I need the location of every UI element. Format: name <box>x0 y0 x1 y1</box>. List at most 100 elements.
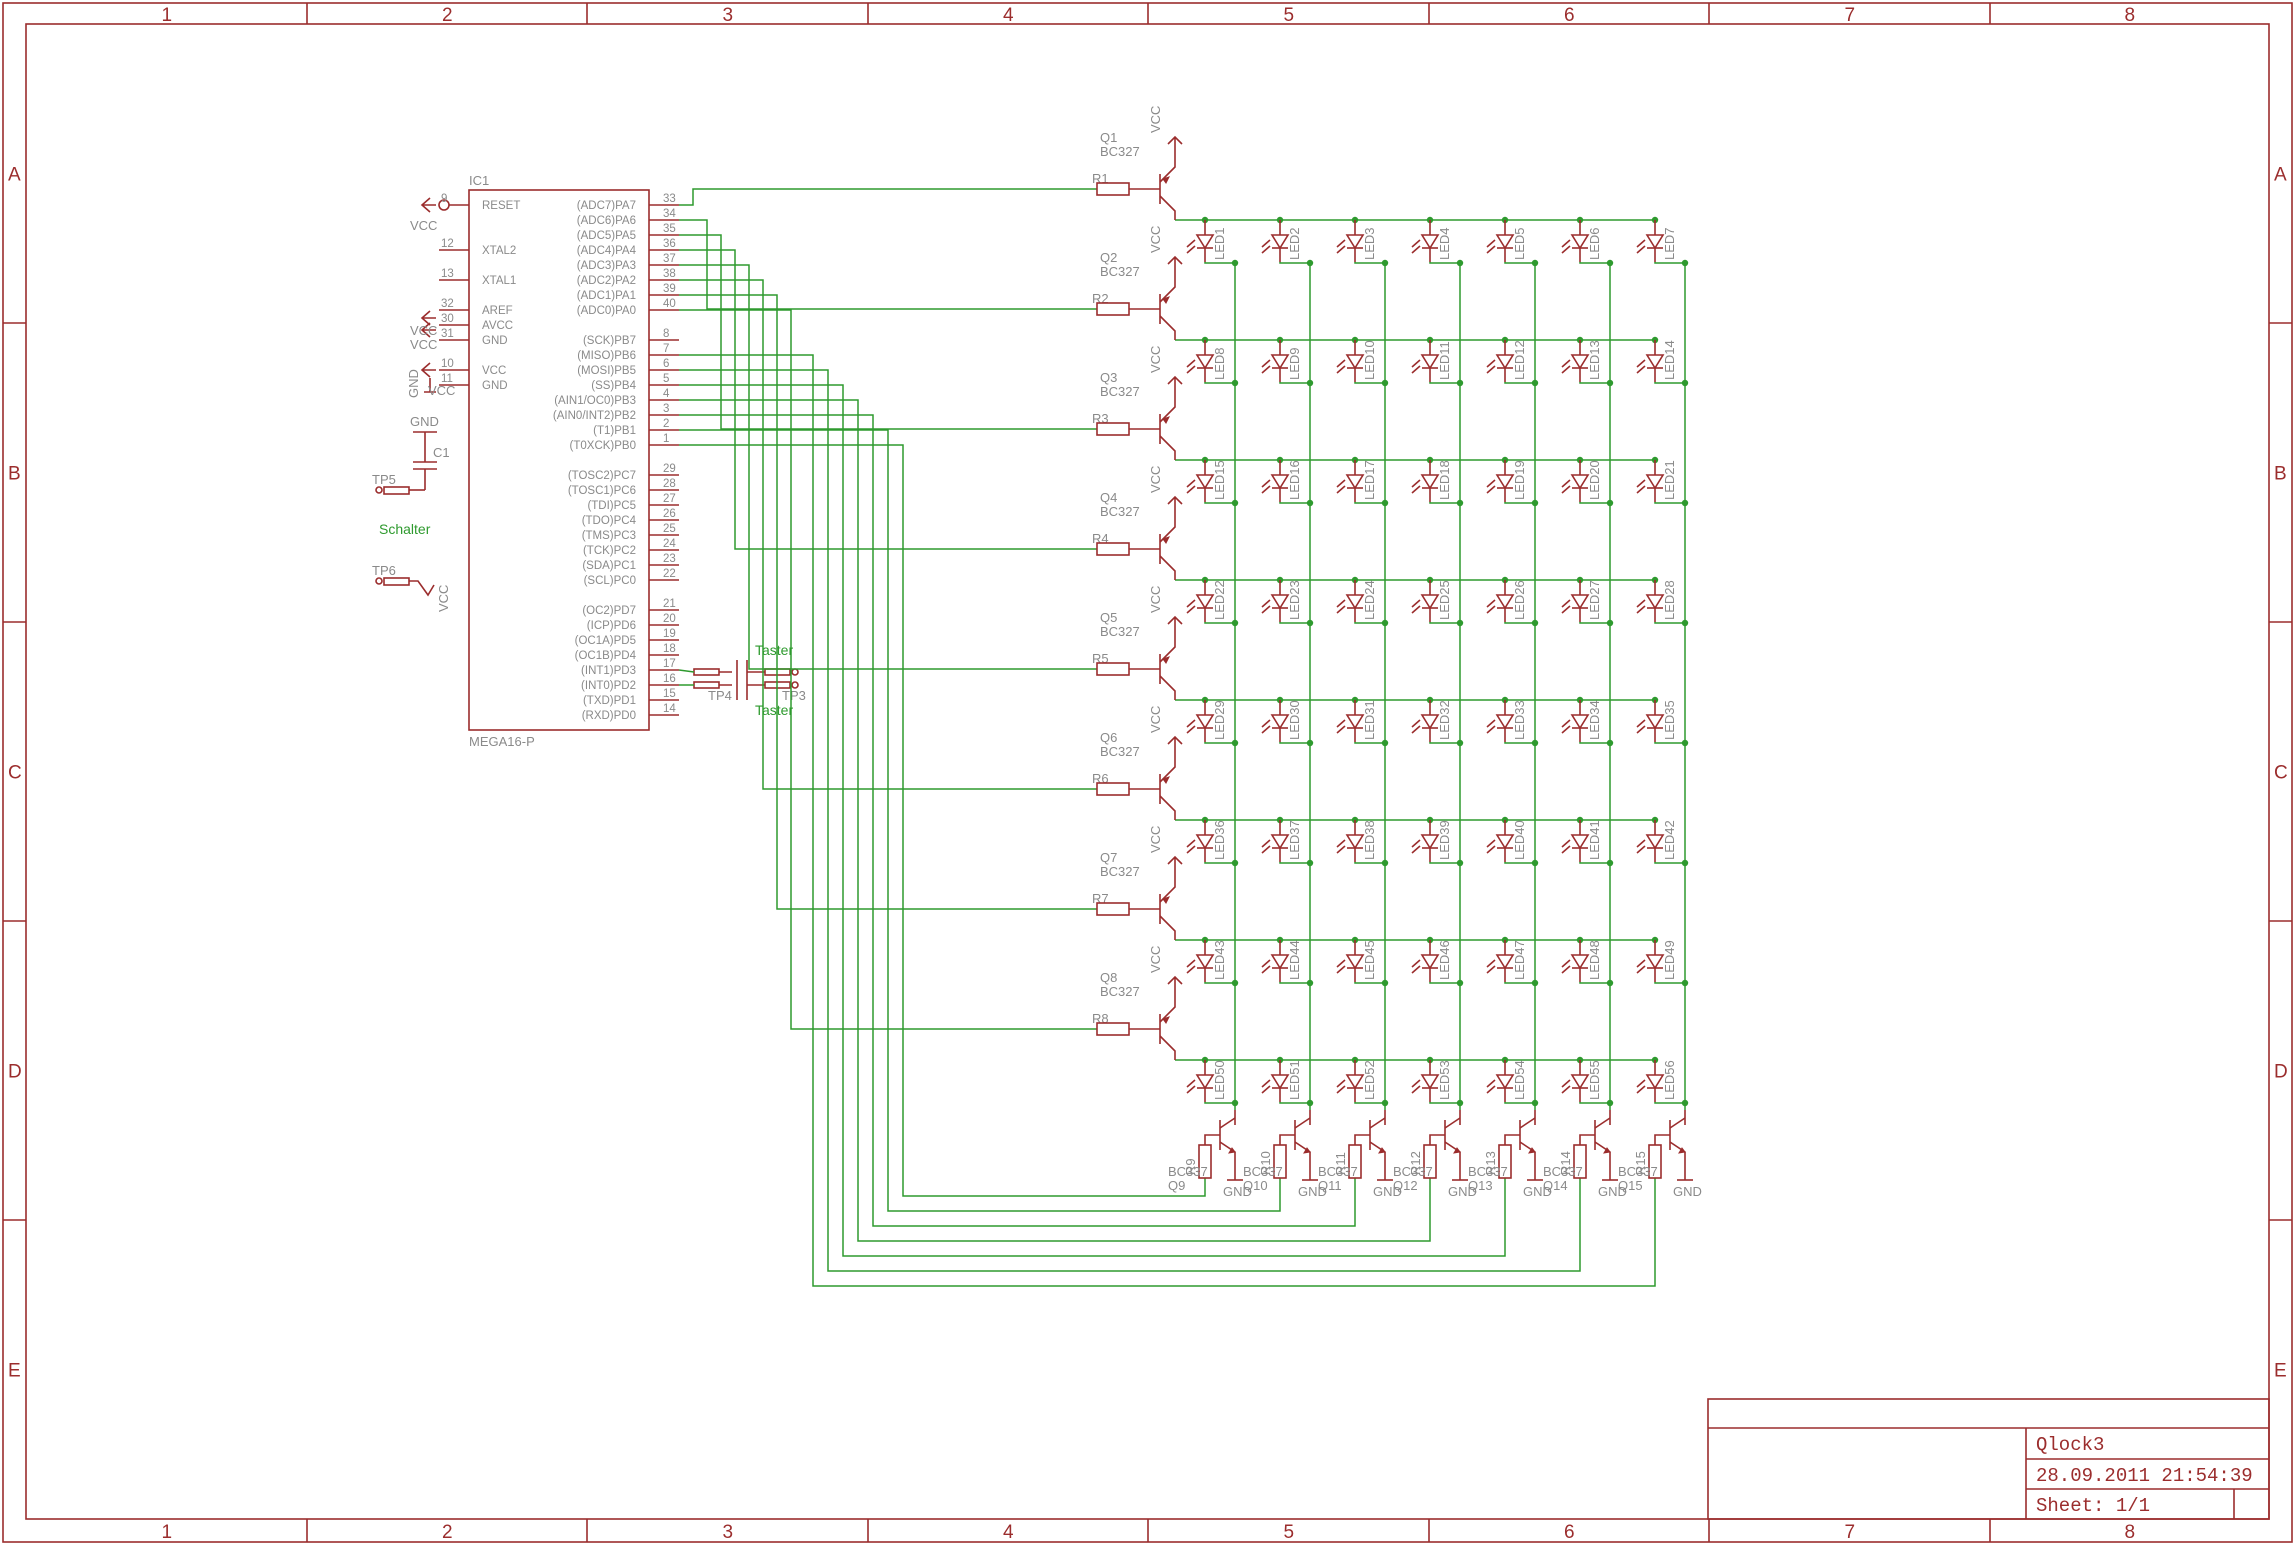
led-emission-icon <box>1411 599 1421 614</box>
vcc-pin10-arrow-icon <box>420 362 436 378</box>
pnp-transistor-icon <box>1159 989 1176 1060</box>
led-diode-icon <box>1420 1074 1440 1090</box>
schalter-label: Schalter <box>379 521 431 537</box>
pnp-transistor-icon <box>1159 149 1176 220</box>
ic-value: MEGA16-P <box>469 734 535 749</box>
led-label: LED21 <box>1662 460 1677 500</box>
led-label: LED23 <box>1287 580 1302 620</box>
ic-right-pin-name: (OC1A)PD5 <box>575 635 636 647</box>
ic-right-pin-name: (ADC7)PA7 <box>577 200 636 212</box>
led-emission-icon <box>1261 959 1271 974</box>
column-resistor-ref: R11 <box>1333 1152 1348 1175</box>
led-56: LED56 <box>1636 1056 1677 1102</box>
ic-right-pin-name: (ADC0)PA0 <box>577 305 636 317</box>
vcc-aref-arrow-icon <box>420 310 436 326</box>
led-label: LED28 <box>1662 580 1677 620</box>
ic-right-pin-name: (OC2)PD7 <box>582 605 636 617</box>
led-label: LED43 <box>1212 940 1227 980</box>
led-emission-icon <box>1486 599 1496 614</box>
led-22: LED22 <box>1186 576 1227 622</box>
led-diode-icon <box>1570 474 1590 490</box>
column-driver-type: BC337 <box>1618 1164 1658 1179</box>
led-18: LED18 <box>1411 456 1452 502</box>
led-1: LED1 <box>1186 216 1227 262</box>
led-diode-icon <box>1345 834 1365 850</box>
led-diode-icon <box>1645 594 1665 610</box>
frame-col-bottom-6: 6 <box>1564 1522 1575 1543</box>
frame-col-top-5: 5 <box>1284 5 1295 26</box>
led-label: LED12 <box>1512 340 1527 380</box>
ic-right-pin-name: (ADC2)PA2 <box>577 275 636 287</box>
led-emission-icon <box>1411 1079 1421 1094</box>
led-label: LED14 <box>1662 340 1677 380</box>
ic-right-pin-num: 25 <box>663 523 676 535</box>
led-label: LED41 <box>1587 820 1602 860</box>
led-diode-icon <box>1495 234 1515 250</box>
ic-right-pin-name: (SS)PB4 <box>591 380 636 392</box>
column-driver-ref: Q10 <box>1243 1178 1268 1193</box>
led-emission-icon <box>1486 239 1496 254</box>
led-35: LED35 <box>1636 696 1677 742</box>
taster-top-label: Taster <box>755 642 793 658</box>
led-diode-icon <box>1570 594 1590 610</box>
tp3-label: TP3 <box>782 688 806 703</box>
led-32: LED32 <box>1411 696 1452 742</box>
led-label: LED53 <box>1437 1060 1452 1100</box>
led-emission-icon <box>1186 599 1196 614</box>
led-label: LED38 <box>1362 820 1377 860</box>
led-diode-icon <box>1495 354 1515 370</box>
ic-right-pin-num: 39 <box>663 283 676 295</box>
row-driver-ref: Q5 <box>1100 610 1117 625</box>
column-driver-ref: Q9 <box>1168 1178 1185 1193</box>
gnd-pin11-label: GND <box>406 369 421 398</box>
frame-col-bottom-5: 5 <box>1284 1522 1295 1543</box>
led-diode-icon <box>1270 834 1290 850</box>
led-emission-icon <box>1261 359 1271 374</box>
led-emission-icon <box>1186 479 1196 494</box>
led-label: LED10 <box>1362 340 1377 380</box>
ic-right-pin-num: 29 <box>663 463 676 475</box>
led-label: LED6 <box>1587 227 1602 260</box>
ic-right-pin-num: 2 <box>663 418 669 430</box>
led-16: LED16 <box>1261 456 1302 502</box>
tp5-label: TP5 <box>372 472 396 487</box>
c1-gnd-label: GND <box>410 414 439 429</box>
led-emission-icon <box>1261 239 1271 254</box>
ic-right-pin-num: 8 <box>663 328 669 340</box>
ic-right-pin-name: (OC1B)PD4 <box>575 650 637 662</box>
row-supply-label: VCC <box>1148 706 1163 733</box>
led-diode-icon <box>1570 1074 1590 1090</box>
led-33: LED33 <box>1486 696 1527 742</box>
led-label: LED15 <box>1212 460 1227 500</box>
led-28: LED28 <box>1636 576 1677 622</box>
led-55: LED55 <box>1561 1056 1602 1102</box>
led-17: LED17 <box>1336 456 1377 502</box>
ic-right-pin-name: (TDO)PC4 <box>582 515 637 527</box>
microcontroller-ic: IC1 MEGA16-P 9RESET12XTAL213XTAL132AREF3… <box>438 173 679 749</box>
led-label: LED31 <box>1362 700 1377 740</box>
led-diode-icon <box>1270 474 1290 490</box>
column-resistor-icon <box>1423 1144 1437 1179</box>
led-13: LED13 <box>1561 336 1602 382</box>
led-label: LED37 <box>1287 820 1302 860</box>
pnp-transistor-icon <box>1159 629 1176 700</box>
led-diode-icon <box>1495 1074 1515 1090</box>
led-label: LED30 <box>1287 700 1302 740</box>
led-46: LED46 <box>1411 936 1452 982</box>
column-gnd-label: GND <box>1673 1184 1702 1199</box>
led-emission-icon <box>1411 479 1421 494</box>
column-gnd-label: GND <box>1523 1184 1552 1199</box>
led-emission-icon <box>1186 839 1196 854</box>
ic-right-pin-num: 23 <box>663 553 676 565</box>
column-gnd-label: GND <box>1298 1184 1327 1199</box>
led-label: LED9 <box>1287 347 1302 380</box>
column-driver-ref: Q15 <box>1618 1178 1643 1193</box>
pnp-transistor-icon <box>1159 749 1176 820</box>
led-diode-icon <box>1345 234 1365 250</box>
led-label: LED52 <box>1362 1060 1377 1100</box>
